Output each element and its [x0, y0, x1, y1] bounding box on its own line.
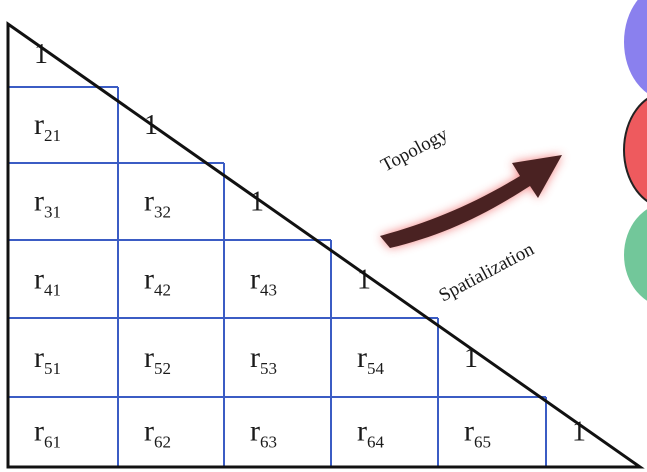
matrix-cell-r62: r62	[144, 414, 171, 451]
matrix-cell-r32: r32	[144, 185, 171, 222]
matrix-cell-diagonal-one: 1	[34, 39, 48, 70]
matrix-cell-r42: r42	[144, 262, 171, 299]
matrix-grid	[8, 86, 547, 467]
matrix-cell-r41: r41	[34, 262, 61, 299]
arrow-icon	[380, 155, 562, 248]
red-blob	[623, 97, 647, 203]
matrix-cell-diagonal-one: 1	[572, 416, 586, 447]
matrix-cell-r61: r61	[34, 414, 61, 451]
matrix-cell-r64: r64	[357, 414, 385, 451]
matrix-cell-r31: r31	[34, 185, 61, 222]
matrix-cell-r52: r52	[144, 341, 171, 378]
matrix-cell-r63: r63	[250, 414, 277, 451]
green-blob	[624, 209, 647, 301]
side-shapes	[623, 0, 647, 301]
matrix-cell-r54: r54	[357, 341, 385, 378]
matrix-cell-r65: r65	[464, 414, 491, 451]
purple-blob	[624, 0, 647, 93]
spatialization-label: Spatialization	[435, 239, 538, 307]
matrix-cell-r51: r51	[34, 341, 61, 378]
matrix-cell-r21: r21	[34, 108, 61, 145]
topology-arrow	[380, 155, 562, 248]
topology-label: Topology	[377, 124, 451, 177]
matrix-outline	[6, 21, 645, 469]
matrix-cell-r53: r53	[250, 341, 277, 378]
matrix-cell-r43: r43	[250, 262, 277, 299]
